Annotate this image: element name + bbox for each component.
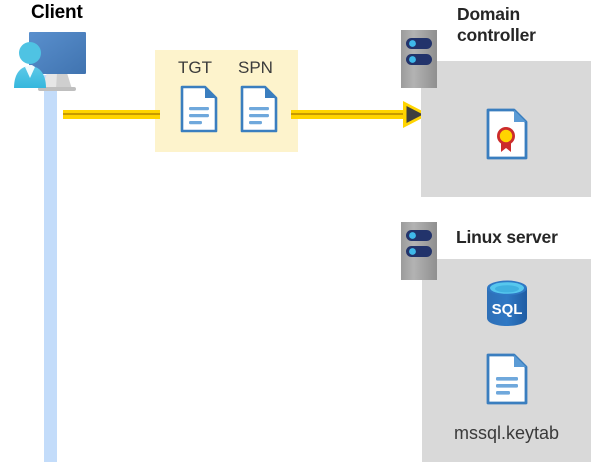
domain-controller-title: Domain controller — [457, 4, 536, 45]
arrow-segment-left — [63, 110, 160, 119]
client-lifeline — [44, 75, 57, 462]
spn-document-icon — [240, 85, 278, 133]
keytab-document-icon — [486, 353, 528, 405]
arrow-head-icon — [402, 100, 430, 129]
keytab-filename-label: mssql.keytab — [453, 423, 560, 443]
certificate-document-icon — [486, 108, 528, 160]
linux-server-rack-icon — [401, 222, 437, 280]
sql-database-icon: SQL — [484, 279, 530, 327]
svg-text:SQL: SQL — [492, 301, 523, 318]
client-workstation-icon — [8, 26, 96, 98]
tgt-label: TGT — [178, 58, 212, 77]
arrow-segment-right — [291, 110, 409, 119]
spn-label: SPN — [238, 58, 273, 77]
linux-server-title: Linux server — [456, 227, 558, 247]
tgt-document-icon — [180, 85, 218, 133]
domain-controller-server-icon — [401, 30, 437, 88]
client-title: Client — [31, 2, 83, 23]
